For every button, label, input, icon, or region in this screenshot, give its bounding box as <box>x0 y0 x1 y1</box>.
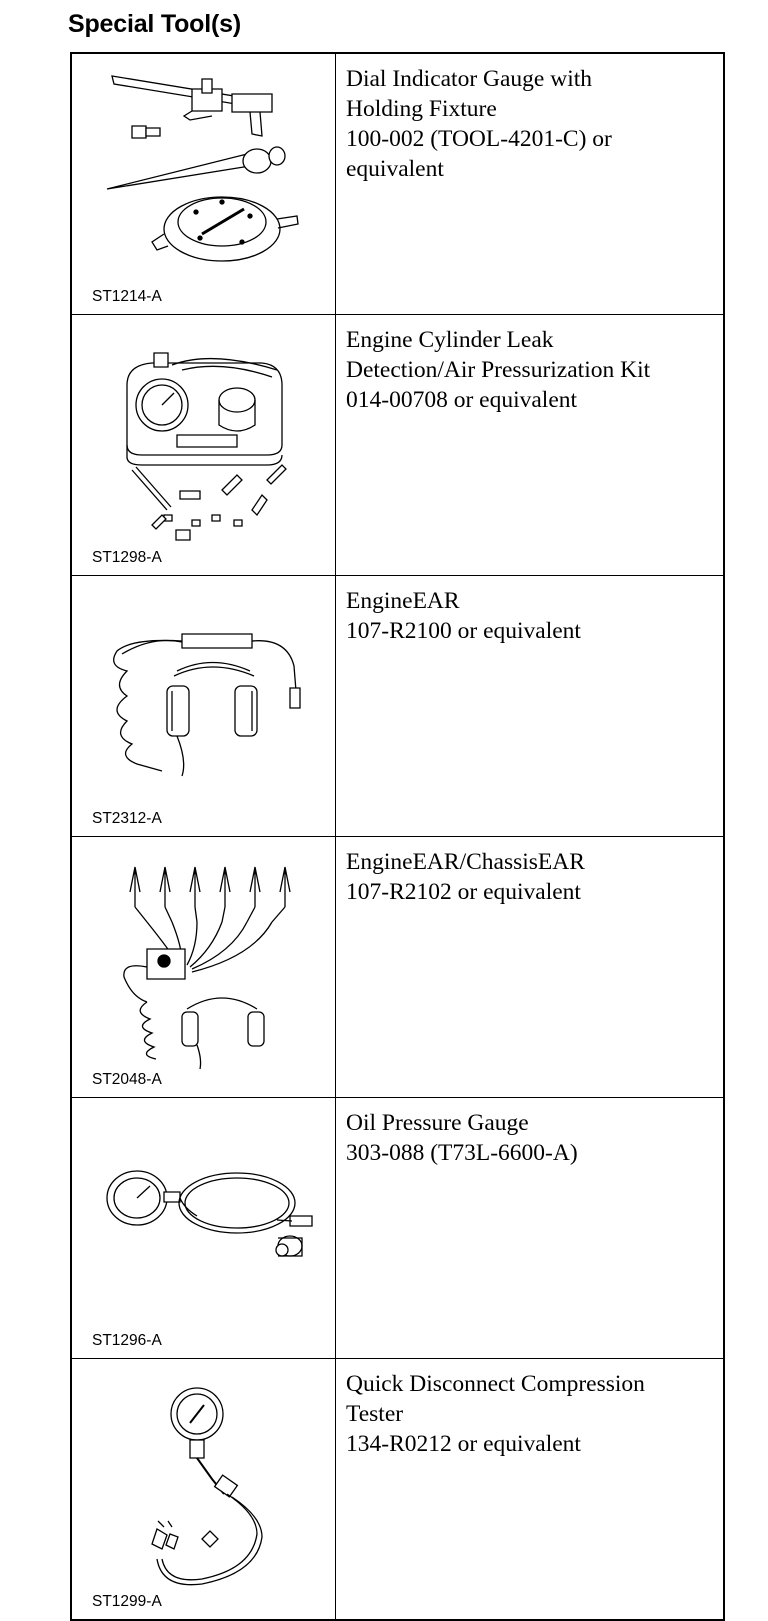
oil-pressure-gauge-icon <box>72 1098 335 1348</box>
dial-indicator-gauge-icon <box>72 54 335 304</box>
tool-description-cell: Quick Disconnect Compression Tester 134-… <box>335 1358 725 1621</box>
tool-description-cell: Engine Cylinder Leak Detection/Air Press… <box>335 314 725 576</box>
tool-image-cell: ST1299-A <box>70 1358 336 1621</box>
tool-description-cell: EngineEAR 107-R2100 or equivalent <box>335 575 725 837</box>
tool-image-code: ST1298-A <box>92 549 162 566</box>
tool-description-line: EngineEAR <box>346 588 460 614</box>
table-row: ST1214-A Dial Indicator Gauge with Holdi… <box>70 52 725 315</box>
tool-description-line: Oil Pressure Gauge <box>346 1110 529 1136</box>
tool-description-line: Quick Disconnect Compression <box>346 1371 645 1397</box>
table-row: ST1299-A Quick Disconnect Compression Te… <box>70 1358 725 1621</box>
tool-description-cell: Oil Pressure Gauge 303-088 (T73L-6600-A) <box>335 1097 725 1359</box>
tool-image-cell: ST1214-A <box>70 52 336 315</box>
tool-description-line: equivalent <box>346 156 444 182</box>
tool-image-code: ST2312-A <box>92 810 162 827</box>
tool-image-cell: ST1298-A <box>70 314 336 576</box>
table-row: ST1298-A Engine Cylinder Leak Detection/… <box>70 314 725 576</box>
tool-image-cell: ST2048-A <box>70 836 336 1098</box>
tool-description-line: 107-R2102 or equivalent <box>346 879 581 905</box>
table-row: ST2312-A EngineEAR 107-R2100 or equivale… <box>70 575 725 837</box>
tool-description-line: 100-002 (TOOL-4201-C) or <box>346 126 612 152</box>
tool-description-cell: Dial Indicator Gauge with Holding Fixtur… <box>335 52 725 315</box>
tool-description-cell: EngineEAR/ChassisEAR 107-R2102 or equiva… <box>335 836 725 1098</box>
tool-image-code: ST2048-A <box>92 1071 162 1088</box>
tool-image-code: ST1299-A <box>92 1593 162 1610</box>
tool-image-cell: ST2312-A <box>70 575 336 837</box>
tool-description-line: Detection/Air Pressurization Kit <box>346 357 651 383</box>
tool-description-line: 303-088 (T73L-6600-A) <box>346 1140 578 1166</box>
table-row: ST1296-A Oil Pressure Gauge 303-088 (T73… <box>70 1097 725 1359</box>
tool-description-line: Dial Indicator Gauge with <box>346 66 593 92</box>
tool-description-line: 014-00708 or equivalent <box>346 387 578 413</box>
tool-image-cell: ST1296-A <box>70 1097 336 1359</box>
table-row: ST2048-A EngineEAR/ChassisEAR 107-R2102 … <box>70 836 725 1098</box>
chassis-ear-clamps-icon <box>72 837 335 1087</box>
section-heading: Special Tool(s) <box>68 10 241 38</box>
tool-description-line: Tester <box>346 1401 404 1427</box>
tool-image-code: ST1214-A <box>92 288 162 305</box>
compression-tester-icon <box>72 1359 335 1609</box>
tool-description-line: Holding Fixture <box>346 96 497 122</box>
tool-description-line: 107-R2100 or equivalent <box>346 618 581 644</box>
tool-description-line: EngineEAR/ChassisEAR <box>346 849 585 875</box>
engine-ear-headphones-icon <box>72 576 335 826</box>
tool-description-line: Engine Cylinder Leak <box>346 327 554 353</box>
tool-description-line: 134-R0212 or equivalent <box>346 1431 581 1457</box>
tool-image-code: ST1296-A <box>92 1332 162 1349</box>
leak-detection-kit-icon <box>72 315 335 565</box>
special-tools-table: ST1214-A Dial Indicator Gauge with Holdi… <box>70 52 725 1621</box>
